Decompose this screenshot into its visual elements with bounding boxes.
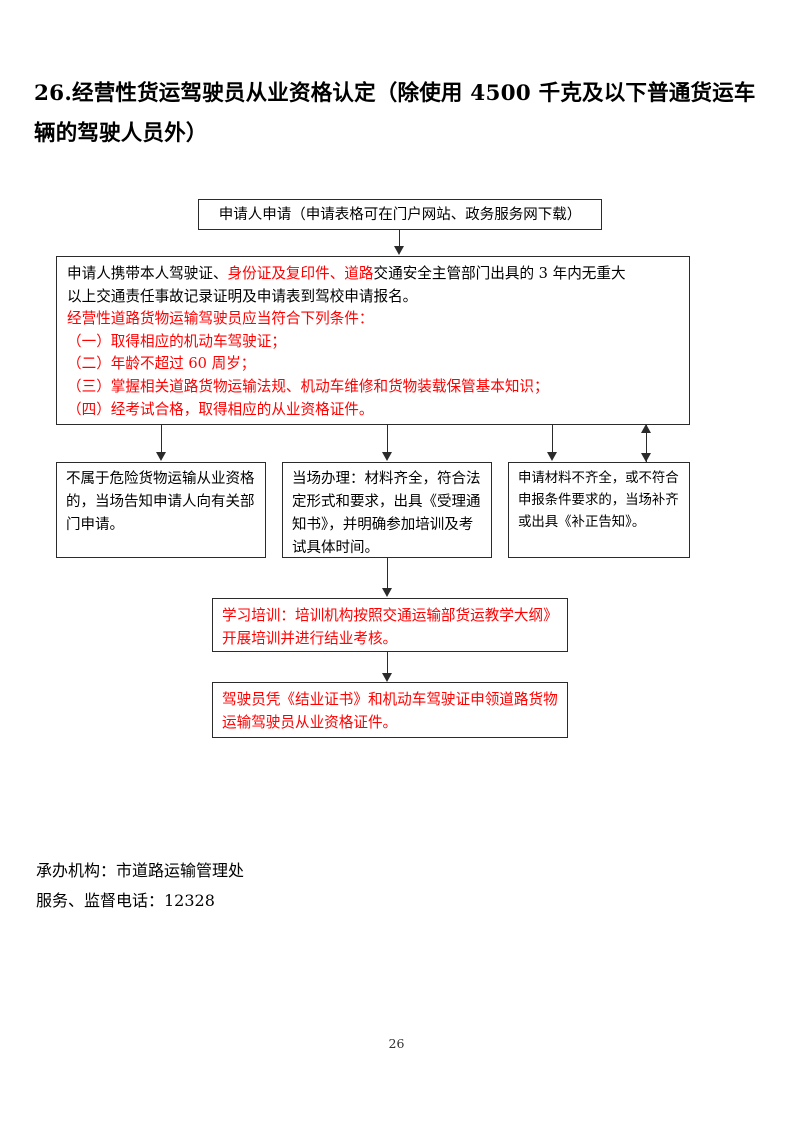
arrowhead-requirements-to-incomplete [547,452,557,461]
requirements-line-2: 以上交通责任事故记录证明及申请表到驾校申请报名。 [67,287,418,305]
footer-phone-line: 服务、监督电话：12328 [36,891,215,910]
connector-requirements-to-incomplete [552,425,553,453]
requirements-red-item-4: （四）经考试合格，取得相应的从业资格证件。 [67,400,374,418]
flow-box-not-dangerous-text: 不属于危险货物运输从业资格的，当场告知申请人向有关部门申请。 [66,471,255,533]
requirements-line-1: 申请人携带本人驾驶证、身份证及复印件、道路交通安全主管部门出具的 3 年内无重大 [67,263,680,286]
footer-agency-line: 承办机构：市道路运输管理处 [36,861,245,880]
page-title: 26.经营性货运驾驶员从业资格认定（除使用 4500 千克及以下普通货运车辆的驾… [34,81,756,146]
requirements-red-item-2: （二）年龄不超过 60 周岁； [67,355,256,373]
flow-box-application-text: 申请人申请（申请表格可在门户网站、政务服务网下载） [218,207,582,223]
requirements-line-1-black-a: 申请人携带本人驾驶证、 [67,265,228,282]
requirements-red-item-1: （一）取得相应的机动车驾驶证； [67,332,286,350]
arrowhead-onsite-to-training [382,588,392,597]
flow-box-application: 申请人申请（申请表格可在门户网站、政务服务网下载） [198,199,602,230]
page-number: 26 [388,1036,405,1051]
connector-training-to-certificate [387,652,388,674]
connector-application-to-requirements [399,230,400,247]
footer-info: 承办机构：市道路运输管理处 服务、监督电话：12328 [36,856,244,916]
requirements-red-heading: 经营性道路货物运输驾驶员应当符合下列条件： [67,310,374,328]
connector-incomplete-bidirectional [646,425,647,462]
arrowhead-training-to-certificate [382,673,392,682]
flow-box-incomplete-materials: 申请材料不齐全，或不符合申报条件要求的，当场补齐或出具《补正告知》。 [508,462,690,558]
connector-onsite-to-training [387,558,388,589]
flow-box-training-text: 学习培训：培训机构按照交通运输部货运教学大纲》开展培训并进行结业考核。 [222,607,558,647]
arrowhead-application-to-requirements [394,246,404,255]
flow-box-onsite-processing: 当场办理：材料齐全，符合法定形式和要求，出具《受理通知书》，并明确参加培训及考试… [282,462,492,558]
arrowhead-requirements-to-onsite [382,452,392,461]
flow-box-incomplete-text: 申请材料不齐全，或不符合申报条件要求的，当场补齐或出具《补正告知》。 [518,471,679,530]
requirements-red-item-3: （三）掌握相关道路货物运输法规、机动车维修和货物装载保管基本知识； [67,377,549,395]
flow-box-requirements: 申请人携带本人驾驶证、身份证及复印件、道路交通安全主管部门出具的 3 年内无重大… [56,256,690,425]
flow-box-training: 学习培训：培训机构按照交通运输部货运教学大纲》开展培训并进行结业考核。 [212,598,568,652]
requirements-line-1-red: 身份证及复印件、道路 [227,265,374,282]
connector-requirements-to-onsite [387,425,388,453]
flow-box-onsite-text: 当场办理：材料齐全，符合法定形式和要求，出具《受理通知书》，并明确参加培训及考试… [292,471,481,556]
arrowhead-requirements-to-not-dangerous [156,452,166,461]
requirements-line-1-black-b: 交通安全主管部门出具的 3 年内无重大 [373,265,626,282]
flow-box-certificate-text: 驾驶员凭《结业证书》和机动车驾驶证申领道路货物运输驾驶员从业资格证件。 [222,691,558,731]
flow-box-certificate: 驾驶员凭《结业证书》和机动车驾驶证申领道路货物运输驾驶员从业资格证件。 [212,682,568,738]
flow-box-not-dangerous: 不属于危险货物运输从业资格的，当场告知申请人向有关部门申请。 [56,462,266,558]
arrowhead-incomplete-up [641,424,651,433]
arrowhead-incomplete-down [641,453,651,462]
connector-requirements-to-not-dangerous [161,425,162,453]
